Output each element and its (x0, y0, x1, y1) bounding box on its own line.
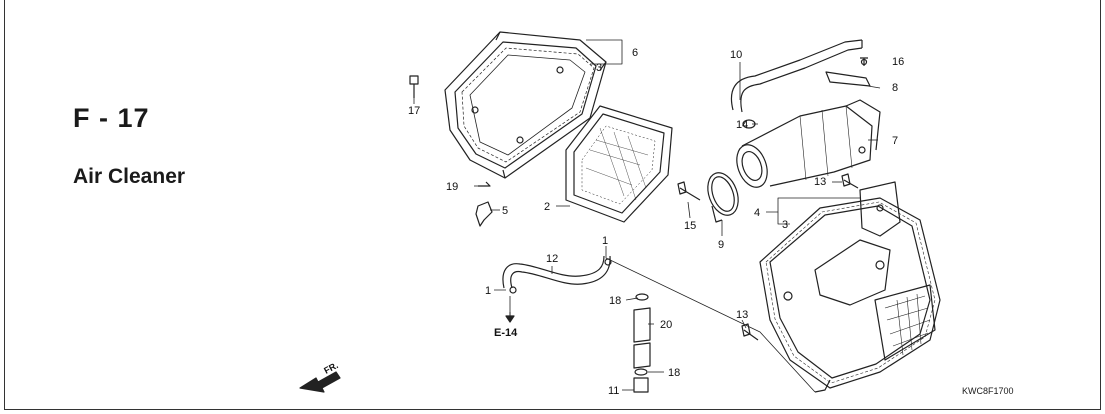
callout-5: 5 (502, 205, 508, 217)
reference-label: E-14 (494, 327, 518, 339)
callout-18-lower: 18 (668, 367, 680, 379)
bolt-15 (677, 181, 701, 201)
front-arrow (299, 371, 341, 393)
air-cleaner-case (759, 181, 941, 393)
callout-10: 10 (730, 49, 742, 61)
clip-19 (478, 181, 491, 187)
callout-18-upper: 18 (609, 295, 621, 307)
drain-hose (502, 255, 611, 289)
callout-7: 7 (892, 135, 898, 147)
breather-tube (730, 39, 863, 113)
callout-16: 16 (892, 56, 904, 68)
bolt-13-lower (741, 323, 759, 341)
tube-band (707, 172, 739, 223)
bolt-13-upper (841, 173, 859, 189)
leader-lines (413, 39, 881, 393)
callout-11: 11 (608, 385, 619, 397)
section-code: F - 17 (73, 103, 150, 133)
callout-13-upper: 13 (814, 176, 826, 188)
callout-9: 9 (718, 239, 724, 251)
bolt-17 (409, 75, 419, 98)
cover-seal (461, 47, 595, 163)
callout-4: 4 (754, 207, 760, 219)
callout-14: 14 (736, 119, 748, 131)
case-seal (765, 201, 936, 384)
callout-1-upper: 1 (602, 235, 608, 247)
callout-6: 6 (632, 47, 638, 59)
callout-12: 12 (546, 253, 558, 265)
callout-3-case: 3 (782, 219, 788, 231)
callout-17: 17 (408, 105, 420, 117)
callout-8: 8 (892, 82, 898, 94)
callout-19: 19 (446, 181, 458, 193)
section-title: Air Cleaner (73, 165, 186, 188)
air-cleaner-element (565, 105, 673, 223)
screw-16 (860, 57, 868, 66)
callout-1-lower: 1 (485, 285, 491, 297)
callout-15: 15 (684, 220, 696, 232)
callout-3-cover: 3 (596, 62, 602, 74)
drain-tube-assembly (633, 293, 651, 393)
air-cleaner-cover (444, 31, 607, 179)
diagram-frame (4, 0, 1101, 410)
figure-code: KWC8F1700 (962, 386, 1014, 396)
drain-plug (475, 201, 493, 227)
bracket (825, 71, 871, 87)
callout-20: 20 (660, 319, 672, 331)
callout-2: 2 (544, 201, 550, 213)
callout-13-lower: 13 (736, 309, 748, 321)
connecting-tube (736, 99, 881, 188)
